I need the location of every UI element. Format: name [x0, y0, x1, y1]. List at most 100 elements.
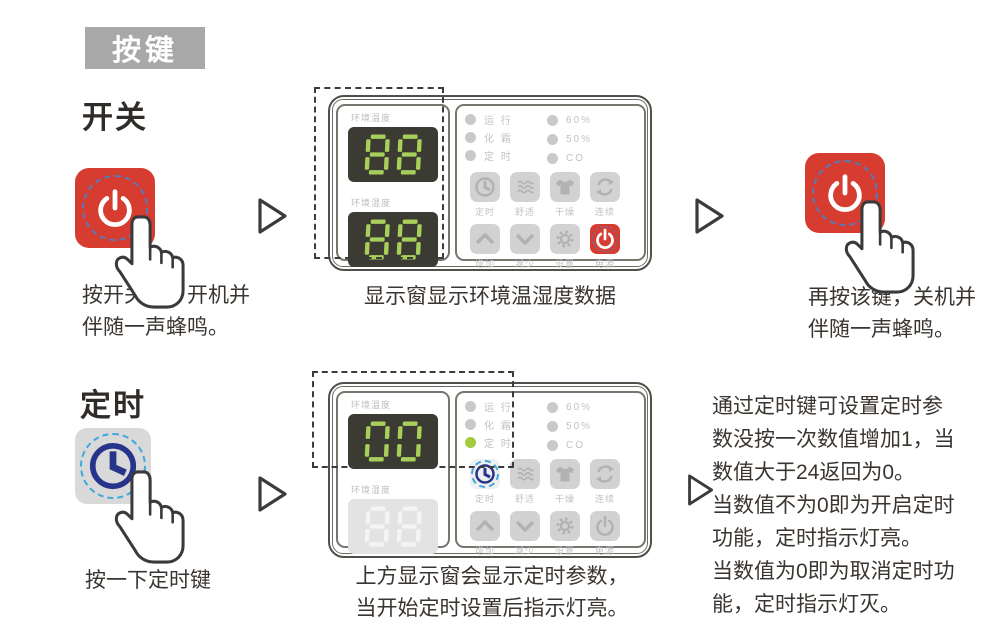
gear-icon [556, 517, 574, 535]
increase-key-label: 增加 [474, 259, 495, 269]
run-indicator [465, 400, 476, 412]
section-banner: 按键 [85, 27, 205, 69]
cycle-icon [596, 465, 614, 483]
increase-key[interactable] [470, 224, 500, 254]
timer-key-highlighted[interactable] [470, 459, 500, 489]
timer-display-highlight-box [312, 371, 514, 468]
power-off-caption: 再按该键，关机并 伴随一声蜂鸣。 [808, 282, 976, 346]
chevron-down-icon [515, 520, 535, 532]
continuous-key[interactable] [590, 172, 620, 202]
arrow-right-icon [695, 198, 724, 234]
hand-pointer-icon [114, 215, 185, 309]
fifty-indicator [547, 421, 558, 432]
timer-heading: 定时 [80, 388, 146, 423]
fifty-indicator [547, 134, 558, 145]
comfort-key[interactable] [510, 459, 540, 489]
key-grid: 定时 舒适 干燥 连续 增加 减少 设置 [470, 172, 620, 270]
power-icon [98, 189, 132, 228]
timer-key-label: 定时 [474, 494, 495, 504]
highlight-dash-ring [471, 460, 499, 488]
power-key-label: 电源 [594, 546, 615, 556]
timer-note-text: 通过定时键可设置定时参 数没按一次数值增加1，当 数值大于24返回为0。 当数值… [712, 390, 955, 621]
power-key[interactable] [590, 224, 620, 254]
increase-key-label: 增加 [474, 546, 495, 556]
dry-key[interactable] [550, 172, 580, 202]
display-highlight-box [314, 87, 444, 259]
run-indicator-label: 运 行 [484, 115, 513, 127]
dry-key-label: 干燥 [554, 207, 575, 217]
arrow-right-icon [688, 474, 713, 506]
sixty-indicator-label: 60% [566, 402, 593, 413]
clock-icon [475, 177, 495, 197]
cycle-icon [596, 178, 614, 196]
hand-pointer-icon [114, 470, 185, 564]
timer-key-label: 定时 [474, 207, 495, 217]
power-icon [596, 515, 614, 536]
caption-line: 再按该键，关机并 [808, 286, 976, 309]
decrease-key[interactable] [510, 224, 540, 254]
control-panel-timer-demo: 环境温度 环境湿度 运 行 化 霜 定 时 60% 50% CO 定时 舒适 [328, 382, 652, 558]
shirt-icon [556, 466, 574, 482]
display-window: 环境温度 环境湿度 [336, 391, 450, 554]
co-indicator [547, 153, 558, 164]
dry-key[interactable] [550, 459, 580, 489]
keypad-area: 运 行 化 霜 定 时 60% 50% CO 定时 舒适 干燥 连续 [455, 104, 646, 269]
defrost-indicator [465, 131, 476, 143]
keypad-area: 运 行 化 霜 定 时 60% 50% CO 定时 舒适 干燥 连续 [455, 391, 646, 556]
power-heading: 开关 [82, 100, 148, 135]
humidity-display-label: 环境湿度 [351, 485, 392, 495]
power-icon [828, 174, 862, 213]
sixty-indicator-label: 60% [566, 115, 593, 126]
panel-inner-frame [332, 99, 648, 267]
decrease-key-label: 减少 [514, 259, 535, 269]
continuous-key[interactable] [590, 459, 620, 489]
increase-key[interactable] [470, 511, 500, 541]
defrost-indicator [465, 418, 476, 430]
gear-icon [556, 230, 574, 248]
settings-key-label: 设置 [554, 259, 575, 269]
defrost-indicator-label: 化 霜 [484, 420, 513, 432]
continuous-key-label: 连续 [594, 207, 615, 217]
settings-key[interactable] [550, 224, 580, 254]
note-line: 数值大于24返回为0。 [712, 461, 916, 484]
co-indicator-label: CO [566, 153, 585, 164]
temp-display [348, 127, 438, 182]
decrease-key-label: 减少 [514, 546, 535, 556]
decrease-key[interactable] [510, 511, 540, 541]
note-line: 能，定时指示灯灭。 [712, 593, 901, 616]
timer-parameter-display [348, 414, 438, 469]
comfort-key-label: 舒适 [514, 207, 535, 217]
dry-key-label: 干燥 [554, 494, 575, 504]
comfort-key[interactable] [510, 172, 540, 202]
note-line: 功能，定时指示灯亮。 [712, 527, 922, 550]
humidity-display-off [348, 499, 438, 554]
arrow-right-icon [258, 198, 287, 234]
power-key[interactable] [590, 511, 620, 541]
timer-key[interactable] [470, 172, 500, 202]
display-caption: 显示窗显示环境温湿度数据 [364, 285, 616, 308]
indicator-column-left: 运 行 化 霜 定 时 [465, 397, 513, 451]
continuous-key-label: 连续 [594, 494, 615, 504]
chevron-down-icon [515, 233, 535, 245]
fifty-indicator-label: 50% [566, 421, 593, 432]
humidity-display-label: 环境湿度 [351, 198, 392, 208]
panel-inner-frame [332, 386, 648, 554]
timer-indicator-label: 定 时 [484, 151, 513, 163]
hand-pointer-icon [844, 200, 915, 294]
caption-line: 伴随一声蜂鸣。 [82, 316, 229, 339]
caption-line: 伴随一声蜂鸣。 [808, 318, 955, 341]
note-line: 通过定时键可设置定时参 [712, 395, 943, 418]
highlight-dash-ring [80, 433, 146, 499]
timer-display-caption: 上方显示窗会显示定时参数， 当开始定时设置后指示灯亮。 [322, 561, 662, 625]
power-key-demo-on[interactable] [75, 168, 155, 248]
caption-line: 当开始定时设置后指示灯亮。 [355, 597, 629, 620]
comfort-key-label: 舒适 [514, 494, 535, 504]
timer-indicator [465, 149, 476, 161]
settings-key[interactable] [550, 511, 580, 541]
caption-line: 上方显示窗会显示定时参数， [355, 565, 629, 588]
fifty-indicator-label: 50% [566, 134, 593, 145]
chevron-up-icon [475, 520, 495, 532]
note-line: 数没按一次数值增加1，当 [712, 428, 955, 451]
shirt-icon [556, 179, 574, 195]
note-line: 当数值不为0即为开启定时 [712, 494, 955, 517]
